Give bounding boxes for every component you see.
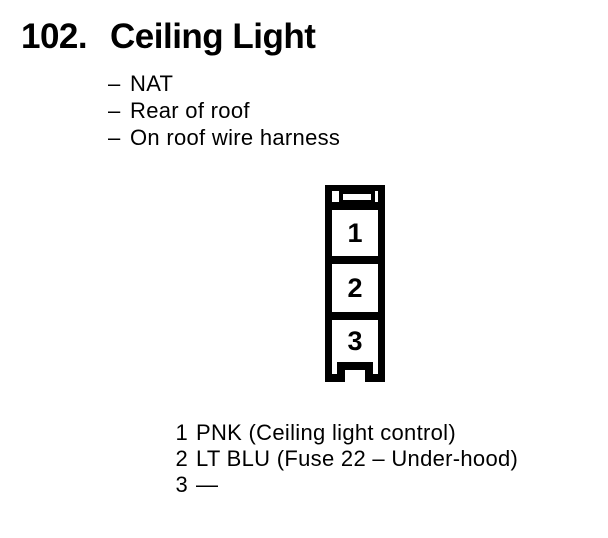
legend-row: 2 LT BLU (Fuse 22 – Under-hood): [175, 446, 518, 472]
connector-keying-bridge: [337, 362, 373, 370]
pin-number: 1: [347, 217, 363, 248]
legend-pin-number: 2: [175, 446, 188, 471]
note-dash: –: [108, 98, 121, 123]
legend-wire-description: PNK (Ceiling light control): [196, 420, 456, 445]
connector-divider: [332, 202, 378, 210]
pin-legend: 1 PNK (Ceiling light control) 2 LT BLU (…: [175, 420, 518, 498]
note-item: –On roof wire harness: [108, 124, 340, 151]
connector-keying-step: [365, 362, 373, 375]
legend-wire-description: LT BLU (Fuse 22 – Under-hood): [196, 446, 519, 471]
note-text: On roof wire harness: [130, 125, 341, 150]
connector-latch-slot: [339, 191, 375, 202]
legend-row: 1 PNK (Ceiling light control): [175, 420, 518, 446]
legend-pin-number: 3: [175, 472, 188, 497]
connector-cavity-1: 1: [332, 210, 378, 256]
pin-number: 3: [347, 325, 363, 356]
connector-right-wall: [378, 185, 385, 382]
connector-foot: [325, 374, 345, 382]
connector-diagram: 1 2 3: [325, 185, 385, 382]
note-item: –NAT: [108, 70, 340, 97]
legend-pin-number: 1: [175, 420, 188, 445]
section-number: 102.: [21, 17, 88, 56]
note-item: –Rear of roof: [108, 97, 340, 124]
section-title: Ceiling Light: [110, 17, 316, 56]
note-dash: –: [108, 125, 121, 150]
connector-keying-step: [337, 362, 345, 375]
note-text: NAT: [130, 71, 174, 96]
connector-left-wall: [325, 185, 332, 382]
connector-top-wall: [325, 185, 385, 191]
legend-wire-description: —: [196, 472, 219, 497]
legend-row: 3 —: [175, 472, 518, 498]
connector-cavity-2: 2: [332, 264, 378, 312]
connector-divider: [332, 312, 378, 320]
section-heading: 102. Ceiling Light: [21, 16, 316, 58]
connector-foot: [365, 374, 385, 382]
pin-number: 2: [347, 272, 363, 303]
note-text: Rear of roof: [130, 98, 250, 123]
notes-list: –NAT –Rear of roof –On roof wire harness: [108, 70, 340, 151]
connector-cavity-3: 3: [332, 320, 378, 362]
note-dash: –: [108, 71, 121, 96]
connector-divider: [332, 256, 378, 264]
